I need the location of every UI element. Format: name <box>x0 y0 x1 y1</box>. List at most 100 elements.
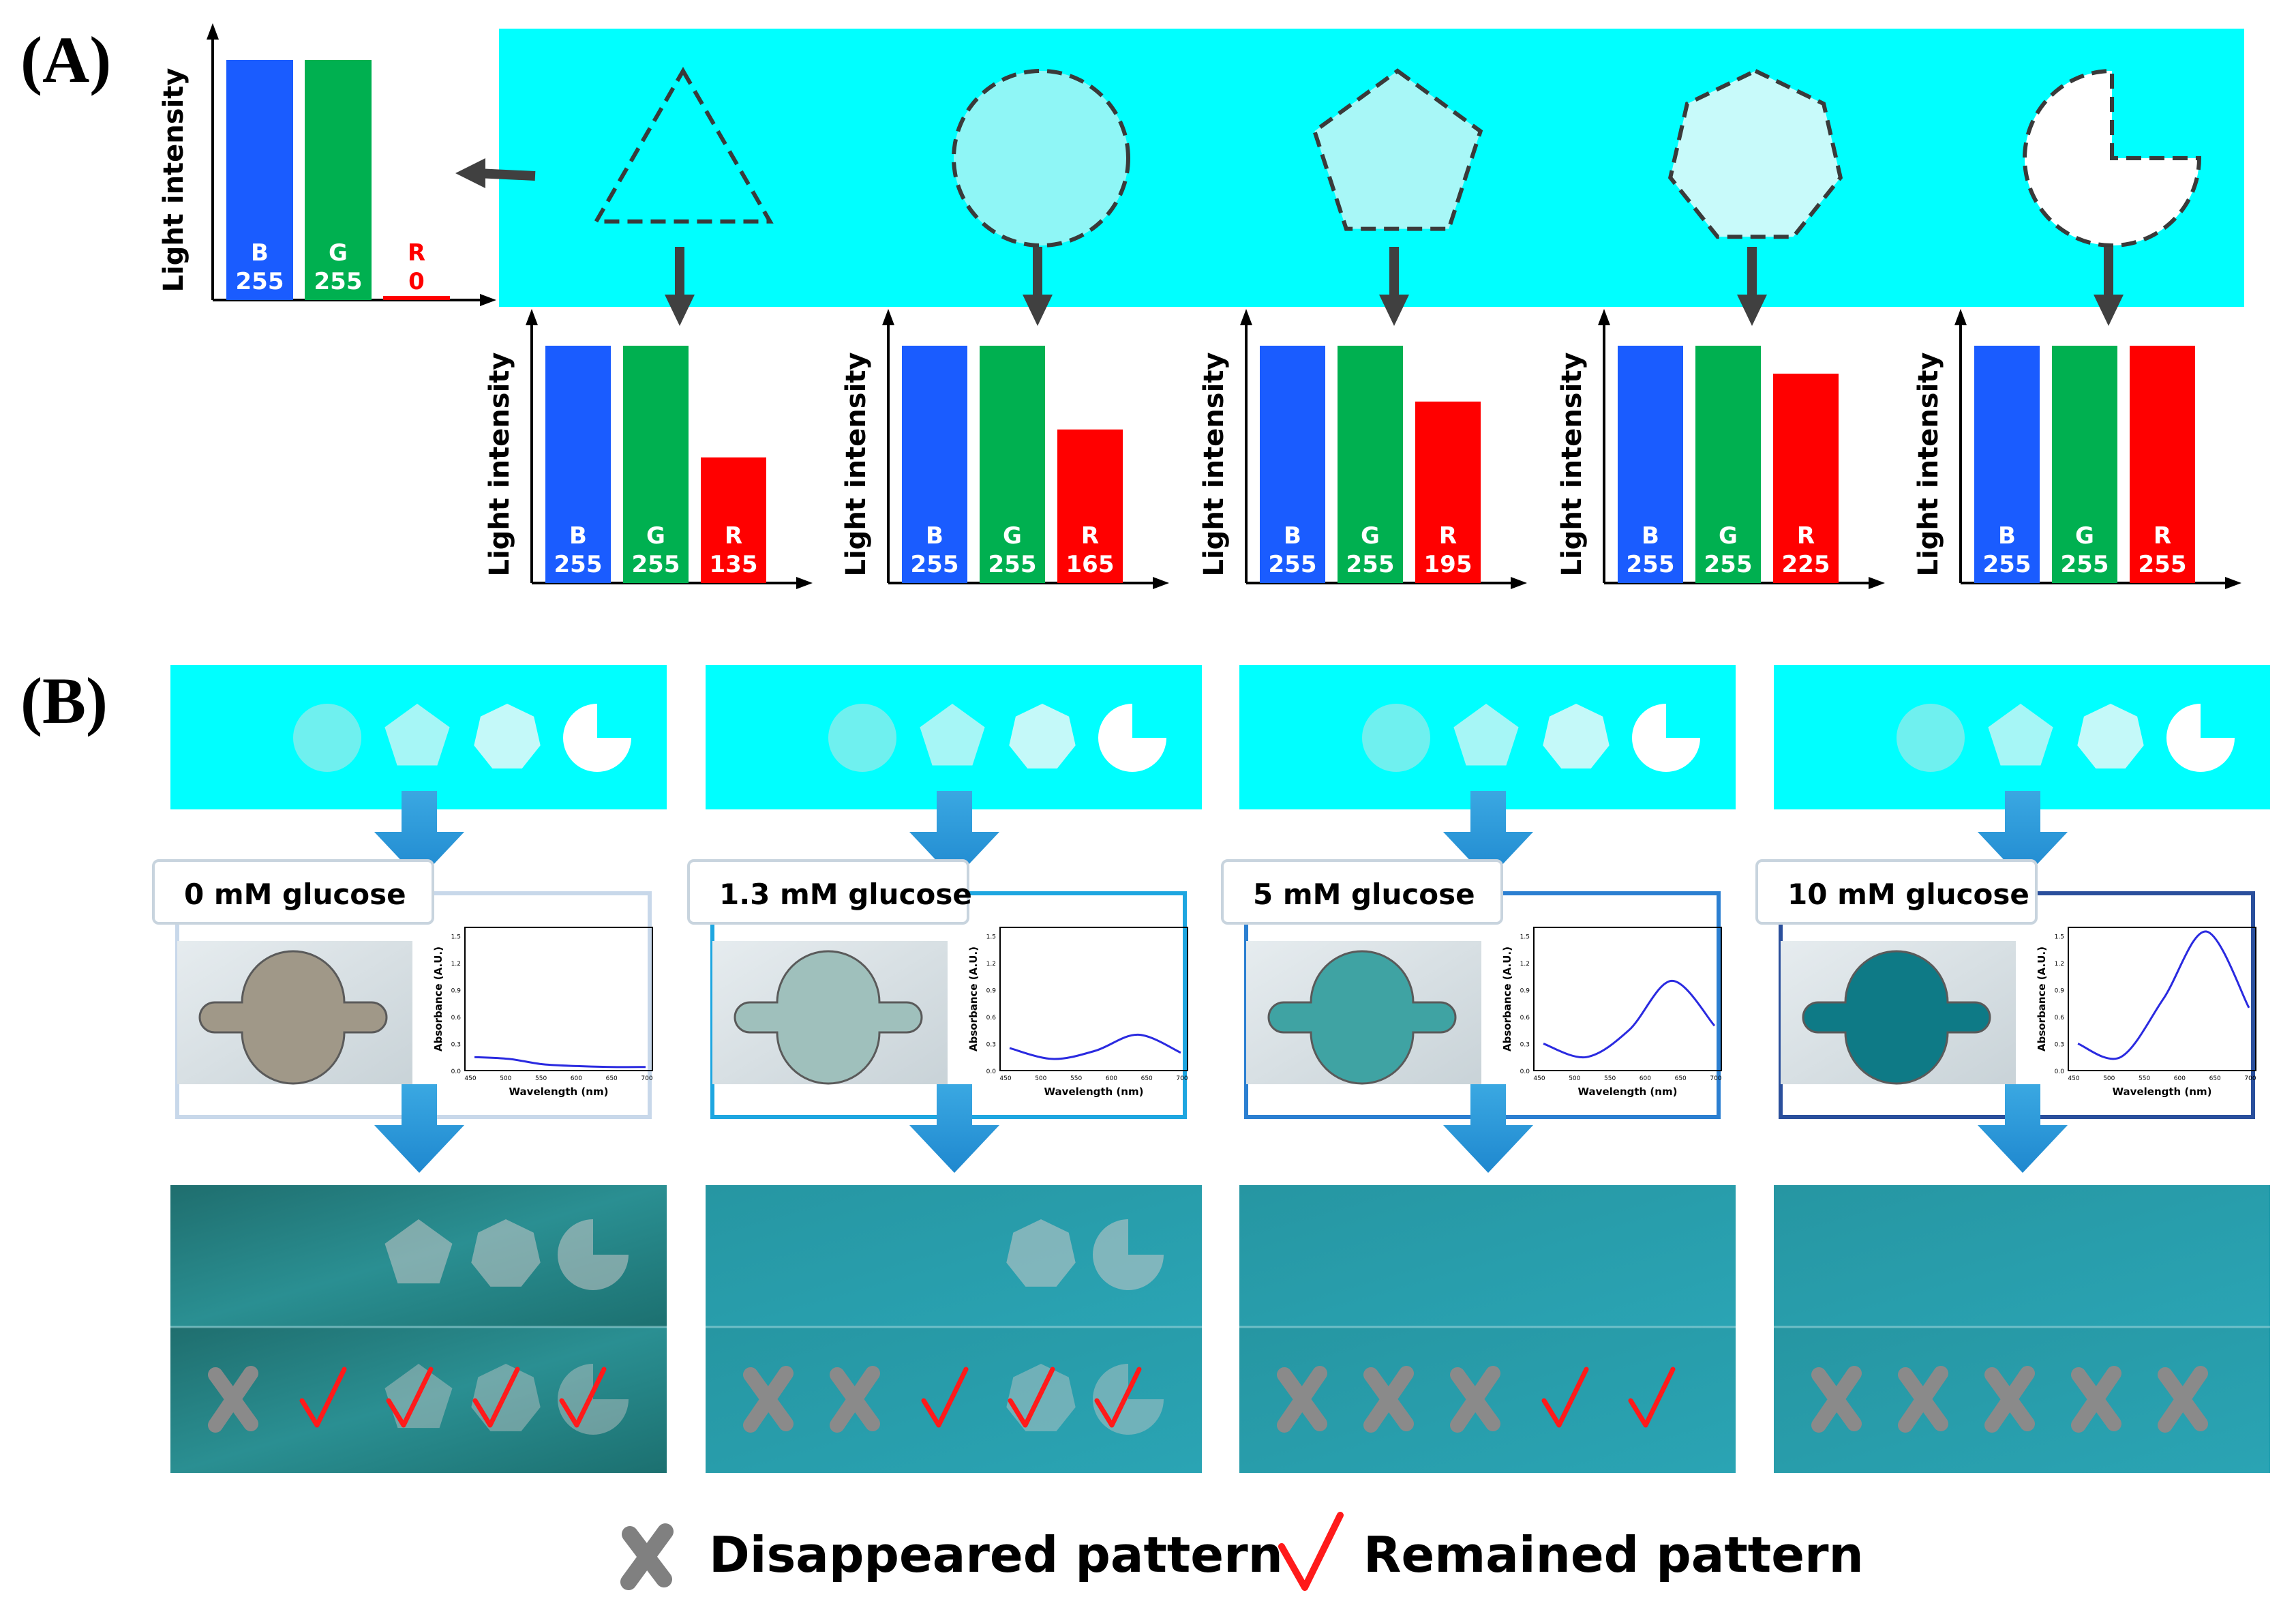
mini-y-label: Absorbance (A.U.) <box>1501 946 1513 1051</box>
glucose-label: 5 mM glucose <box>1253 878 1475 911</box>
y-axis-arrow <box>882 309 894 325</box>
y-tick: 0.9 <box>1520 988 1530 995</box>
x-axis-arrow <box>2225 577 2241 589</box>
x-tick: 650 <box>606 1075 618 1082</box>
bar-value: 255 <box>2139 551 2187 578</box>
legend-disappeared-label: Disappeared pattern <box>709 1526 1283 1583</box>
pacman-remaining-lower <box>1093 1364 1164 1435</box>
disappeared-x-icon <box>1363 1366 1414 1433</box>
bar-letter: B <box>569 522 587 550</box>
disappeared-x-icon <box>1277 1366 1327 1433</box>
x-tick: 550 <box>1604 1075 1616 1082</box>
remained-check-icon <box>921 1367 969 1428</box>
pacman-remaining <box>1093 1219 1164 1290</box>
remained-check-icon <box>386 1367 434 1428</box>
y-tick: 0.9 <box>2055 988 2065 995</box>
y-tick: 0.3 <box>986 1042 996 1049</box>
y-tick: 0.0 <box>1520 1069 1530 1075</box>
y-axis-arrow <box>1598 309 1610 325</box>
absorbance-curve <box>1543 979 1716 1059</box>
y-tick: 0.3 <box>1520 1042 1530 1049</box>
bar-r <box>2130 346 2195 583</box>
arrow-down-icon <box>1978 1084 2068 1173</box>
bar-value: 135 <box>710 551 758 578</box>
y-tick: 1.5 <box>986 934 996 941</box>
disappeared-x-icon <box>620 1523 674 1590</box>
bar-value: 255 <box>554 551 603 578</box>
bar-letter: B <box>251 239 269 267</box>
x-tick: 600 <box>1106 1075 1117 1082</box>
bar-b <box>902 346 967 583</box>
arrow-head-icon <box>1023 295 1053 326</box>
glucose-tag <box>1221 859 1503 925</box>
bar-letter: G <box>646 522 665 550</box>
pacman-pattern <box>1632 704 1700 772</box>
pentagon-pattern <box>1453 704 1519 766</box>
arrow-down-icon <box>374 1084 464 1173</box>
result-photo-bottom <box>1239 1327 1736 1473</box>
disappeared-x-icon <box>743 1366 794 1433</box>
bar-letter: B <box>1284 522 1301 550</box>
y-axis-label: Light intensity <box>1198 353 1230 577</box>
pentagon-remaining <box>384 1219 453 1284</box>
mini-chart-frame <box>2068 927 2256 1071</box>
x-axis-arrow <box>1511 577 1527 589</box>
y-axis-arrow <box>207 23 219 40</box>
bar-b <box>545 346 611 583</box>
x-axis-arrow <box>796 577 813 589</box>
x-tick: 500 <box>2103 1075 2115 1082</box>
disappeared-x-icon <box>208 1366 258 1433</box>
pacman-pattern <box>1098 704 1166 772</box>
result-photo-top <box>1774 1185 2270 1327</box>
glucose-tag <box>1755 859 2038 925</box>
result-photo-top <box>1239 1185 1736 1327</box>
y-tick: 1.2 <box>2055 961 2064 968</box>
triangle-pattern <box>592 67 774 224</box>
panel-b-label: (B) <box>20 664 108 737</box>
disappeared-x-icon <box>2071 1366 2121 1433</box>
arrow-head-icon <box>1379 295 1409 326</box>
arrow-head-icon <box>665 295 695 326</box>
arrow-down-icon <box>909 791 999 880</box>
bar-value: 255 <box>1983 551 2031 578</box>
disappeared-x-icon <box>830 1366 880 1433</box>
y-tick: 1.5 <box>1520 934 1530 941</box>
bar-value: 255 <box>1704 551 1753 578</box>
mini-y-label: Absorbance (A.U.) <box>2036 946 2048 1051</box>
sensor-pad <box>1802 950 1991 1085</box>
bar-value: 255 <box>236 268 284 295</box>
absorbance-curve <box>1009 1033 1181 1060</box>
bar-b <box>1618 346 1683 583</box>
y-tick: 0.0 <box>986 1069 997 1075</box>
x-tick: 550 <box>1070 1075 1082 1082</box>
remained-check-icon <box>1278 1512 1344 1591</box>
y-tick: 0.9 <box>986 988 997 995</box>
y-axis-label: Light intensity <box>841 353 872 577</box>
x-tick: 450 <box>2068 1075 2079 1082</box>
arrow-down-icon <box>909 1084 999 1173</box>
bar-g <box>2052 346 2117 583</box>
x-tick: 500 <box>1035 1075 1046 1082</box>
arrow-down-icon <box>1443 791 1533 880</box>
arrow-down-icon <box>1978 791 2068 880</box>
bar-letter: B <box>1998 522 2016 550</box>
remained-check-icon <box>1008 1367 1055 1428</box>
bar-value: 255 <box>632 551 680 578</box>
pentagon-pattern <box>920 704 985 766</box>
bar-g <box>623 346 689 583</box>
disappeared-x-icon <box>1984 1366 2035 1433</box>
bar-g <box>980 346 1045 583</box>
mini-y-label: Absorbance (A.U.) <box>432 946 444 1051</box>
mini-y-label: Absorbance (A.U.) <box>967 946 980 1051</box>
mini-x-label: Wavelength (nm) <box>1578 1086 1678 1098</box>
result-photo-bottom <box>1774 1327 2270 1473</box>
bar-g <box>305 60 372 300</box>
y-tick: 1.2 <box>986 961 996 968</box>
